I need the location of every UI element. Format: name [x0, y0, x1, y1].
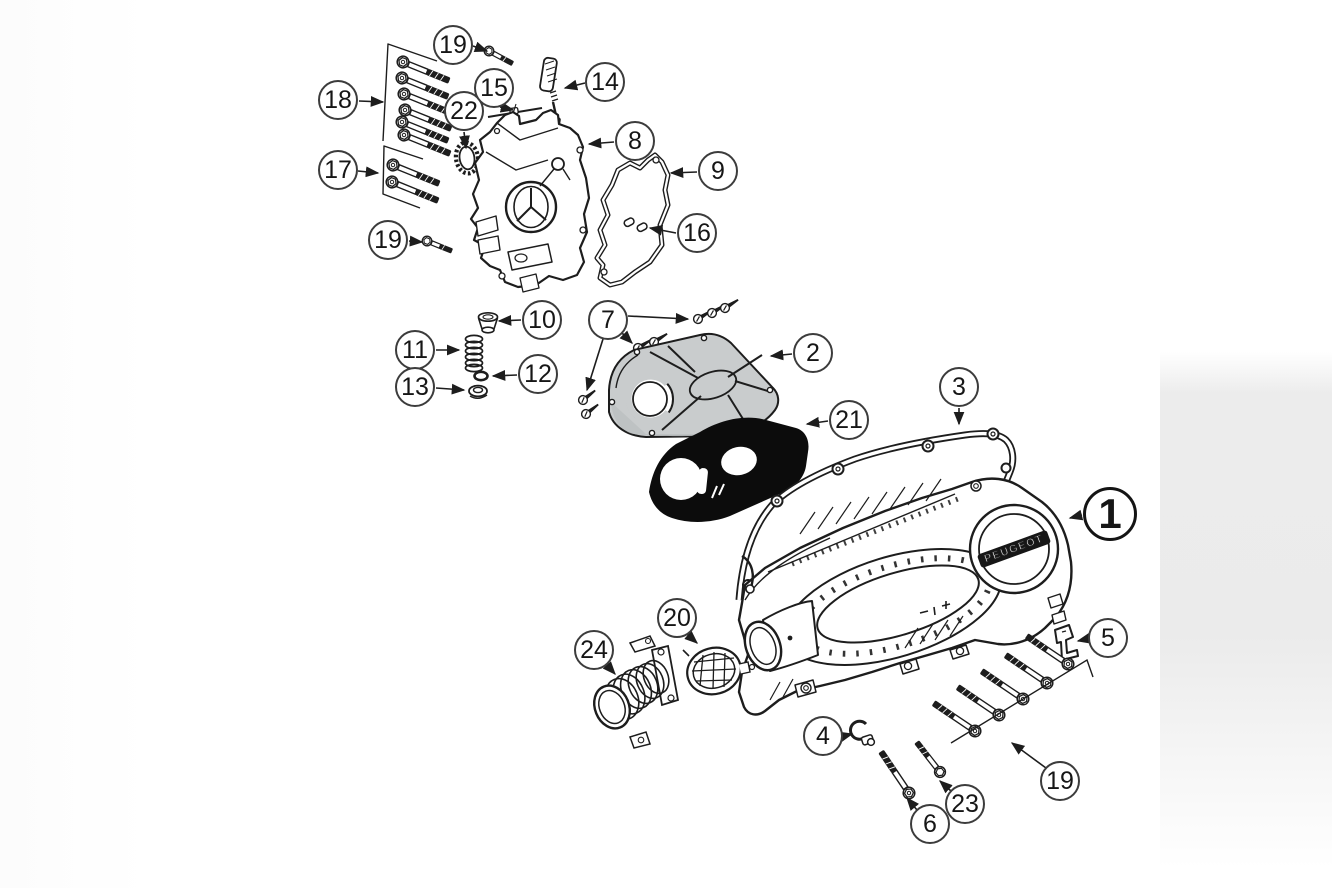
callout-1: 1 [1083, 487, 1137, 541]
part-drawing-21-foam-gasket [649, 417, 809, 522]
part-drawing-2-plate [608, 332, 780, 438]
part-drawing-19-bolt-row [929, 630, 1094, 744]
part-drawing-8-engine-case [469, 108, 591, 293]
part-drawing-12-washer [473, 370, 489, 382]
part-drawing-18-bolt-set [382, 43, 455, 209]
callout-10: 10 [522, 300, 562, 340]
part-drawing-16-dowels [623, 217, 648, 233]
callout-6: 6 [910, 804, 950, 844]
callout-2: 2 [793, 333, 833, 373]
background-shade-right [1160, 352, 1332, 868]
part-drawing-19-bolt-left [420, 234, 455, 257]
part-drawing-5-clip [1054, 624, 1079, 661]
part-drawing-13-seal [468, 384, 488, 399]
callout-19-left: 19 [368, 220, 408, 260]
callout-19-bottom: 19 [1040, 761, 1080, 801]
part-drawing-1-transmission-cover: PEUGEOT [737, 477, 1073, 716]
part-drawing-17-bolt-set [383, 156, 443, 207]
callout-16: 16 [677, 213, 717, 253]
callout-7: 7 [588, 300, 628, 340]
part-drawing-23-bolt [911, 737, 949, 781]
callout-8: 8 [615, 121, 655, 161]
part-drawing-24-intake-bellows [593, 635, 680, 749]
callout-5: 5 [1088, 618, 1128, 658]
callout-18: 18 [318, 80, 358, 120]
part-drawing-3-gasket [735, 427, 1017, 601]
callout-17: 17 [318, 150, 358, 190]
part-drawing-11-spring [464, 334, 484, 373]
part-drawing-19-bolt-top [481, 43, 516, 69]
callout-4: 4 [803, 716, 843, 756]
part-drawing-6-bolt [875, 747, 918, 802]
callout-11: 11 [395, 330, 435, 370]
part-drawing-4-clamp [848, 719, 876, 747]
leader-arrows [357, 41, 1092, 811]
part-drawing-10-cup [477, 311, 499, 334]
callout-20: 20 [657, 598, 697, 638]
callout-23: 23 [945, 784, 985, 824]
part-drawing-20-air-grille [682, 646, 756, 696]
background-shade-left [0, 0, 150, 888]
callout-3: 3 [939, 367, 979, 407]
callout-14: 14 [585, 62, 625, 102]
callout-21: 21 [829, 400, 869, 440]
callout-9: 9 [698, 151, 738, 191]
callout-15: 15 [474, 68, 514, 108]
callout-13: 13 [395, 367, 435, 407]
callout-19-top: 19 [433, 25, 473, 65]
part-drawing-9-gasket [594, 152, 671, 288]
callout-12: 12 [518, 354, 558, 394]
callout-24: 24 [574, 630, 614, 670]
